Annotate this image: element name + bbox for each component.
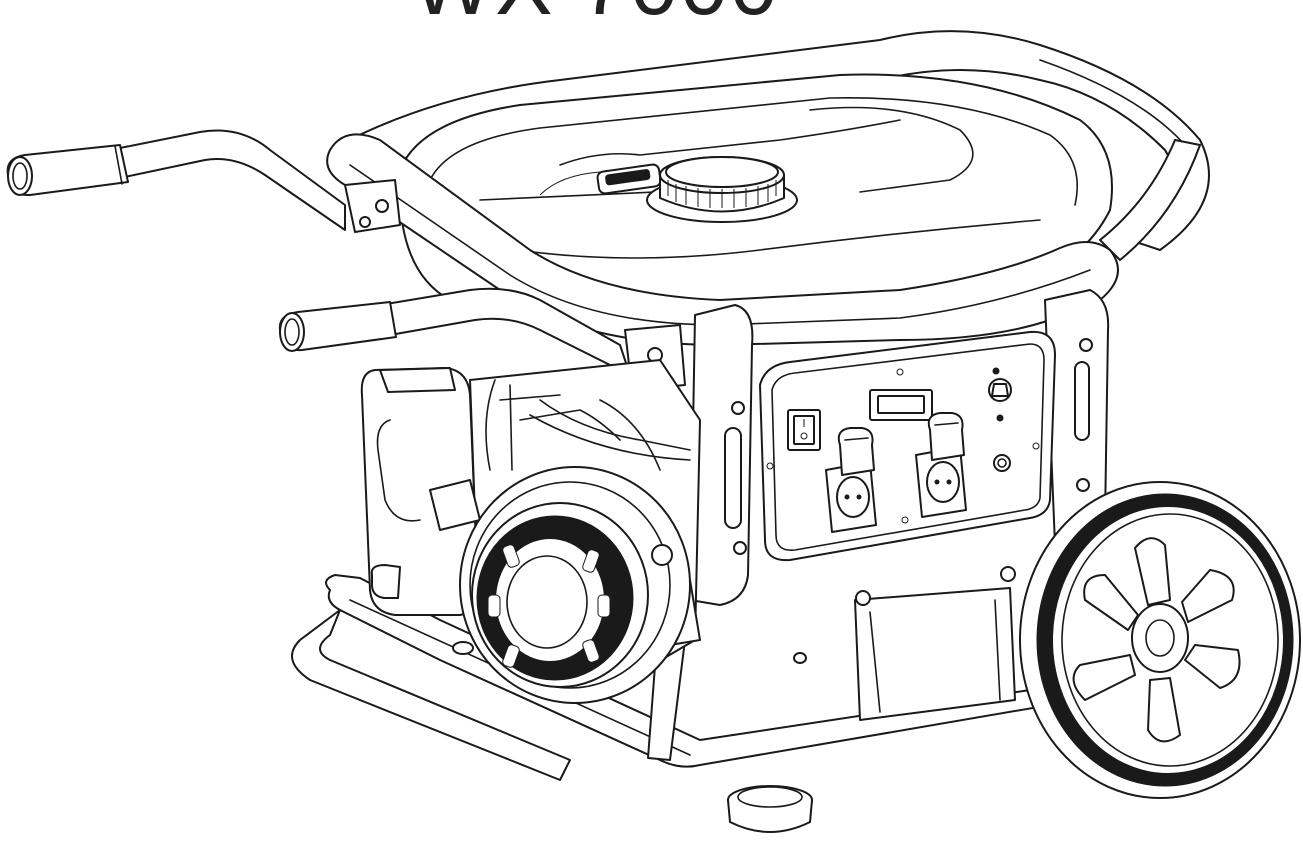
- upper-handle[interactable]: [6, 129, 346, 231]
- engine-switch-knob[interactable]: [988, 367, 1012, 422]
- power-switch[interactable]: [787, 409, 821, 451]
- frame-uprights: [689, 289, 1110, 606]
- model-title: WX 7000: [412, 0, 780, 28]
- outlet-right[interactable]: [915, 412, 967, 518]
- lower-handle[interactable]: [278, 287, 631, 376]
- outlet-left[interactable]: [825, 427, 877, 533]
- recoil-starter[interactable]: [459, 466, 691, 704]
- fuel-lines: [485, 379, 691, 471]
- wheel: [1019, 481, 1301, 799]
- fuel-cap[interactable]: [646, 156, 798, 223]
- display-meter: [869, 389, 933, 421]
- battery-box: [854, 566, 1016, 721]
- rubber-foot: [727, 785, 813, 833]
- ground-terminal[interactable]: [993, 454, 1011, 472]
- handle-bracket-upper: [344, 179, 401, 233]
- air-filter-cover: [360, 367, 480, 616]
